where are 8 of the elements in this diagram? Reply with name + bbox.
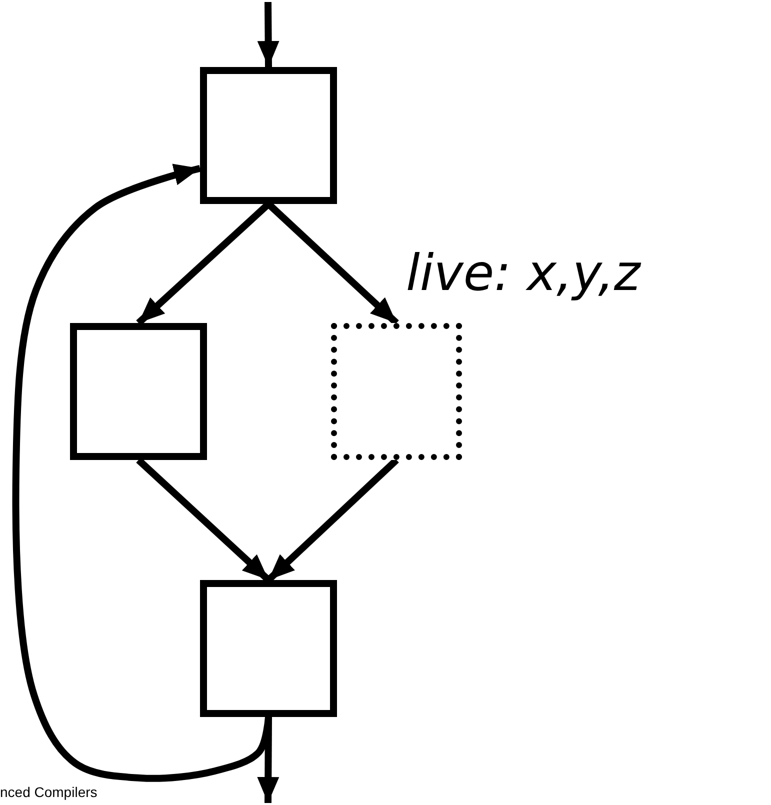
annotation-text: live: x,y,z bbox=[406, 248, 640, 298]
block-box bbox=[200, 67, 337, 204]
arrow bbox=[257, 716, 280, 804]
block-box bbox=[200, 580, 337, 717]
block-box bbox=[331, 323, 462, 460]
arrow bbox=[257, 2, 280, 68]
block-box bbox=[70, 323, 207, 460]
footer-text: nced Compilers bbox=[0, 784, 98, 800]
